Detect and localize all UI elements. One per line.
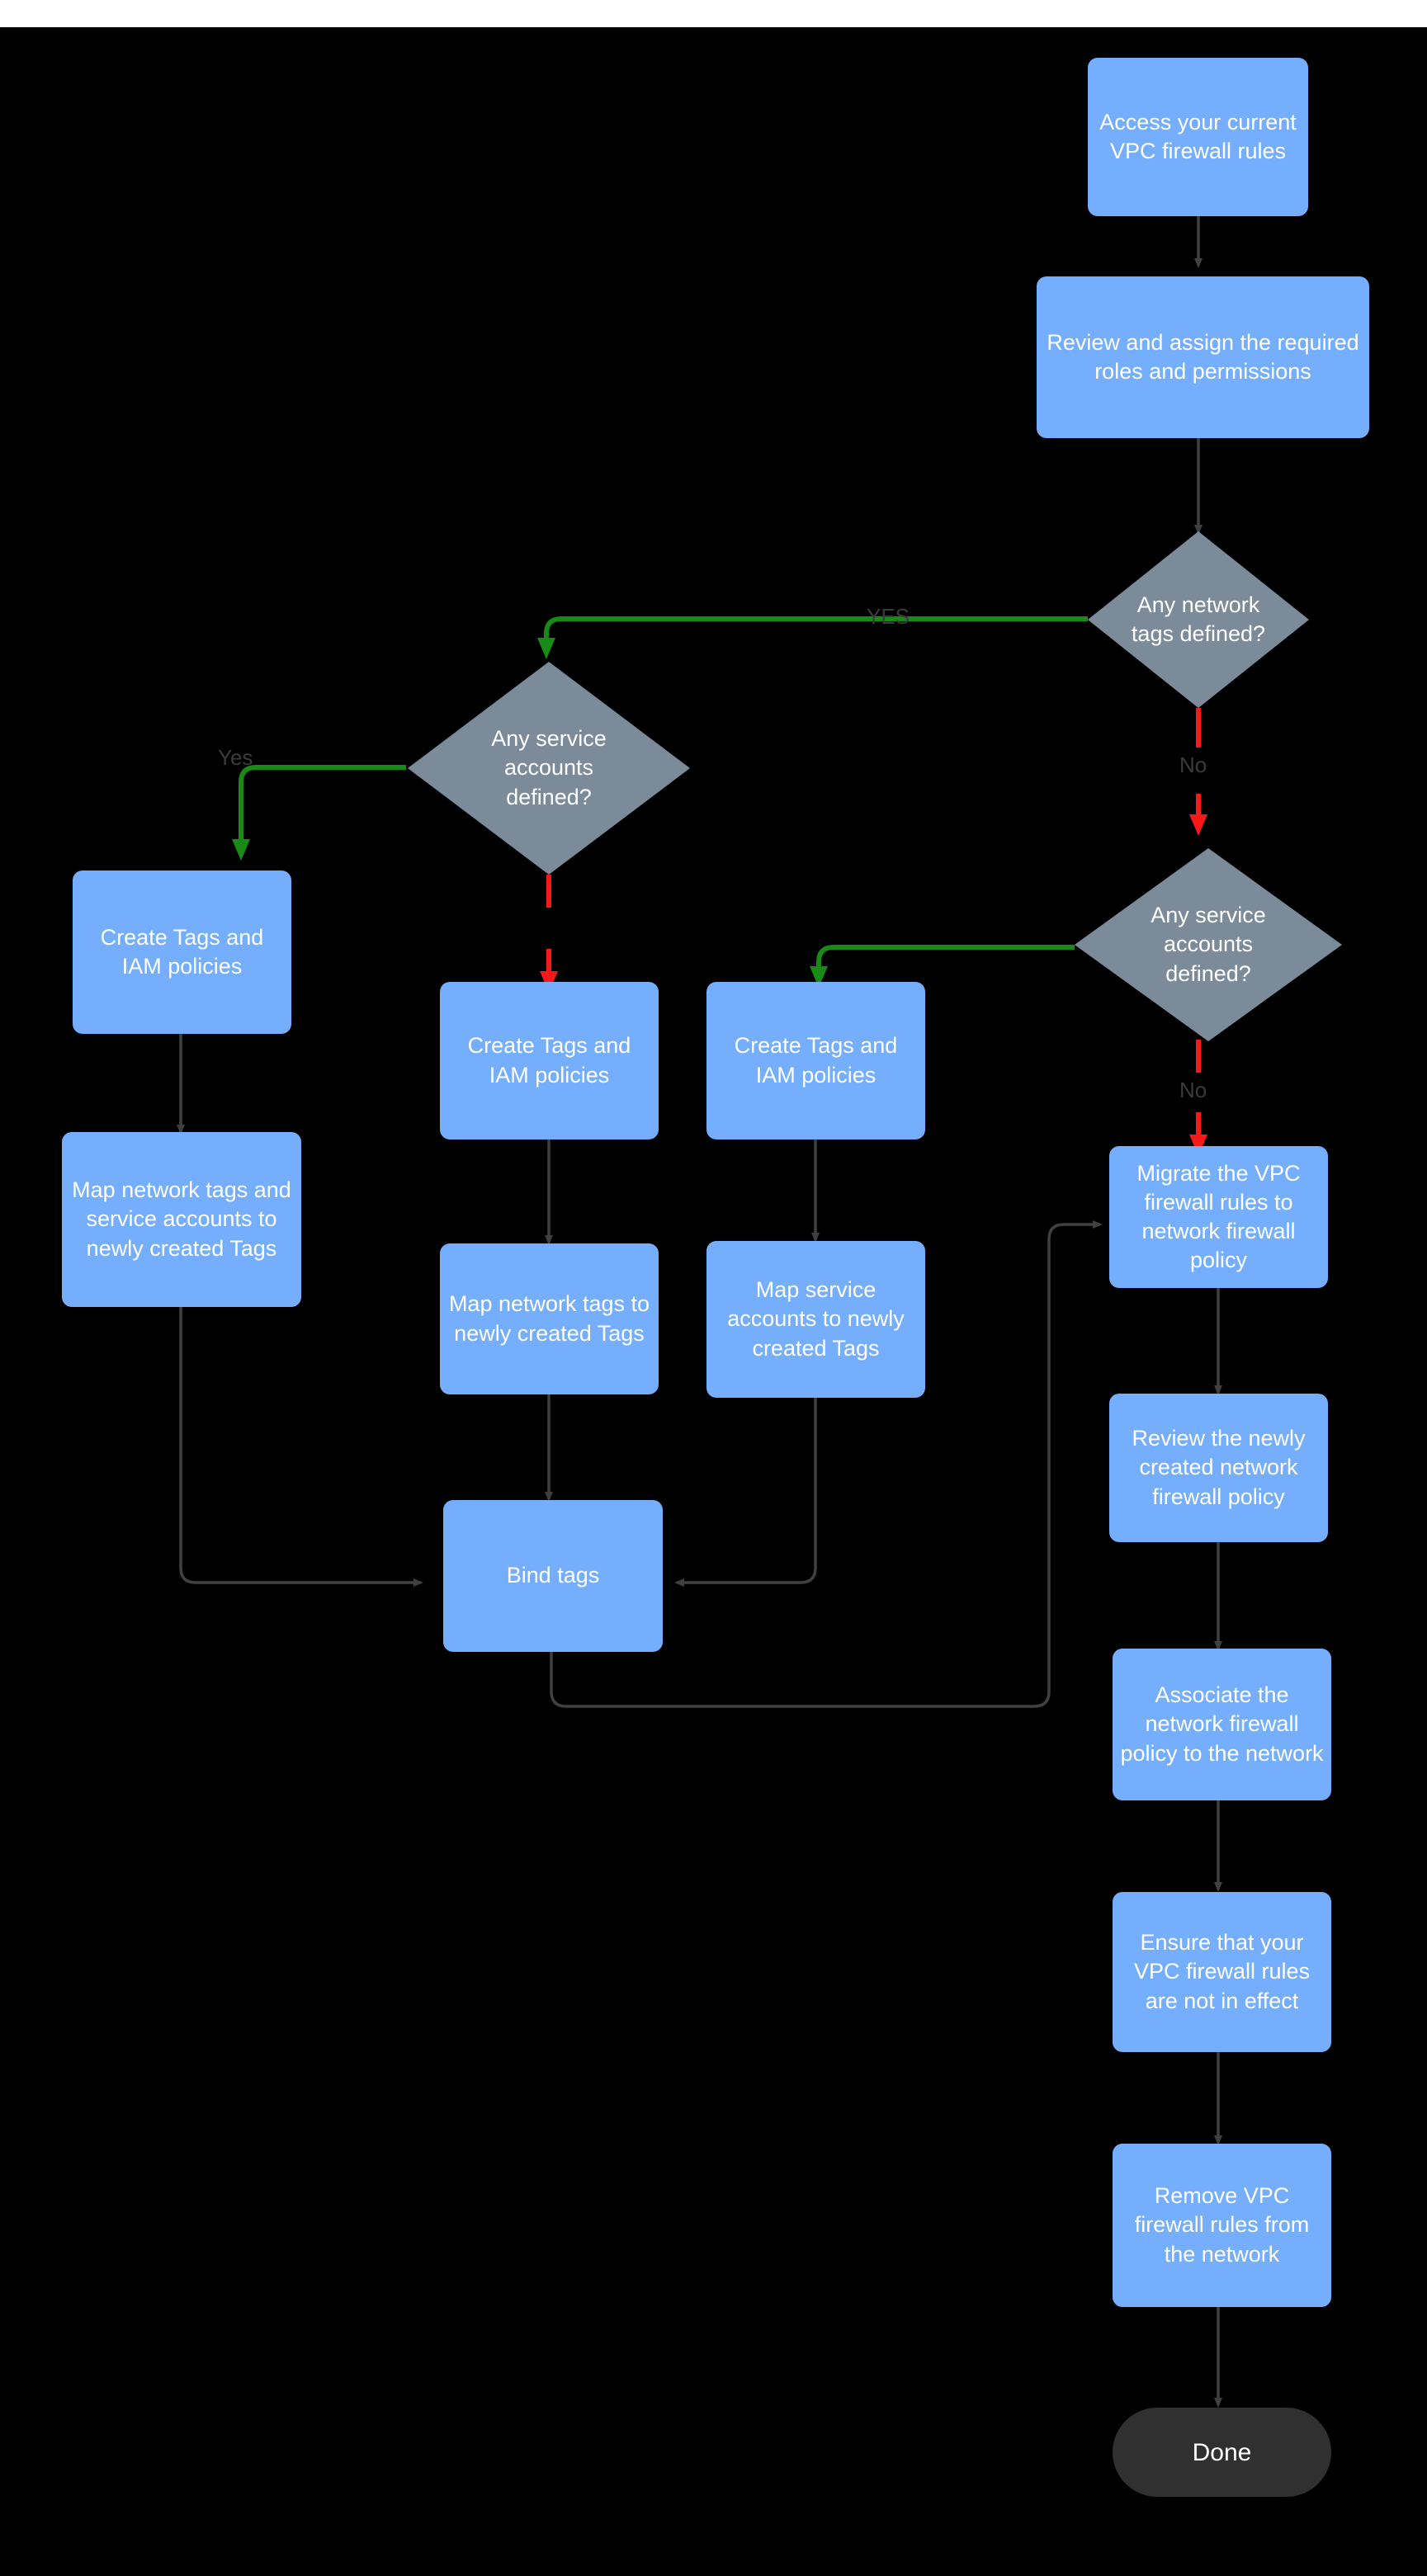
node-label: Any service accounts defined? bbox=[491, 726, 607, 809]
node-label: Associate the network firewall policy to… bbox=[1120, 1682, 1324, 1766]
node-bind-tags[interactable]: Bind tags bbox=[443, 1500, 663, 1652]
edge-qsaleft-yes bbox=[232, 765, 406, 861]
node-label: Review the newly created network firewal… bbox=[1132, 1426, 1306, 1509]
node-label: Remove VPC firewall rules from the netwo… bbox=[1134, 2183, 1310, 2267]
edge-label-yes-network-tags: YES bbox=[867, 604, 910, 629]
node-review-assign-roles[interactable]: Review and assign the required roles and… bbox=[1037, 276, 1369, 438]
edge-label-no-service-accounts-right: No bbox=[1179, 1078, 1207, 1102]
node-map-network-tags[interactable]: Map network tags to newly created Tags bbox=[440, 1243, 659, 1394]
node-decision-service-accounts-defined-left[interactable]: Any service accounts defined? bbox=[408, 662, 690, 875]
edge-qtags-yes bbox=[537, 616, 1088, 659]
node-access-vpc-firewall-rules[interactable]: Access your current VPC firewall rules bbox=[1088, 58, 1308, 216]
node-decision-service-accounts-defined-right[interactable]: Any service accounts defined? bbox=[1075, 848, 1342, 1041]
node-label: Create Tags and IAM policies bbox=[100, 924, 264, 979]
edge-mapboth-to-bindtags bbox=[179, 1307, 423, 1587]
node-done[interactable]: Done bbox=[1113, 2408, 1331, 2497]
edge-label-yes-service-accounts-left: Yes bbox=[218, 745, 253, 770]
node-decision-network-tags-defined[interactable]: Any network tags defined? bbox=[1088, 531, 1309, 708]
node-remove-vpc-rules[interactable]: Remove VPC firewall rules from the netwo… bbox=[1113, 2144, 1331, 2307]
node-label: Access your current VPC firewall rules bbox=[1099, 109, 1297, 163]
node-label: Ensure that your VPC firewall rules are … bbox=[1133, 1930, 1311, 2013]
node-label: Bind tags bbox=[506, 1563, 600, 1588]
node-label: Map network tags to newly created Tags bbox=[448, 1291, 650, 1346]
edge-label-no-network-tags: No bbox=[1179, 753, 1207, 777]
node-label: Any service accounts defined? bbox=[1151, 903, 1266, 986]
edge-qsaright-yes bbox=[810, 945, 1075, 988]
node-create-tags-iam-middle[interactable]: Create Tags and IAM policies bbox=[440, 982, 659, 1139]
node-map-service-accounts[interactable]: Map service accounts to newly created Ta… bbox=[706, 1241, 925, 1398]
node-review-new-policy[interactable]: Review the newly created network firewal… bbox=[1109, 1394, 1328, 1542]
node-label: Any network tags defined? bbox=[1131, 592, 1266, 646]
node-ensure-rules-not-in-effect[interactable]: Ensure that your VPC firewall rules are … bbox=[1113, 1892, 1331, 2052]
edge-mapsa-to-bindtags bbox=[674, 1398, 817, 1587]
node-create-tags-iam-middle-2[interactable]: Create Tags and IAM policies bbox=[706, 982, 925, 1139]
node-migrate-vpc-rules[interactable]: Migrate the VPC firewall rules to networ… bbox=[1109, 1146, 1328, 1288]
node-label: Migrate the VPC firewall rules to networ… bbox=[1136, 1160, 1301, 1273]
node-label: Create Tags and IAM policies bbox=[467, 1033, 631, 1087]
top-white-strip bbox=[0, 0, 1427, 27]
node-map-tags-and-service-accounts[interactable]: Map network tags and service accounts to… bbox=[62, 1132, 301, 1307]
node-label: Review and assign the required roles and… bbox=[1047, 329, 1359, 384]
node-label: Map network tags and service accounts to… bbox=[72, 1177, 291, 1261]
node-label: Create Tags and IAM policies bbox=[734, 1033, 898, 1087]
node-associate-policy-to-network[interactable]: Associate the network firewall policy to… bbox=[1113, 1649, 1331, 1800]
node-label: Done bbox=[1192, 2438, 1252, 2466]
node-create-tags-iam-left[interactable]: Create Tags and IAM policies bbox=[73, 870, 291, 1034]
node-label: Map service accounts to newly created Ta… bbox=[727, 1277, 905, 1361]
